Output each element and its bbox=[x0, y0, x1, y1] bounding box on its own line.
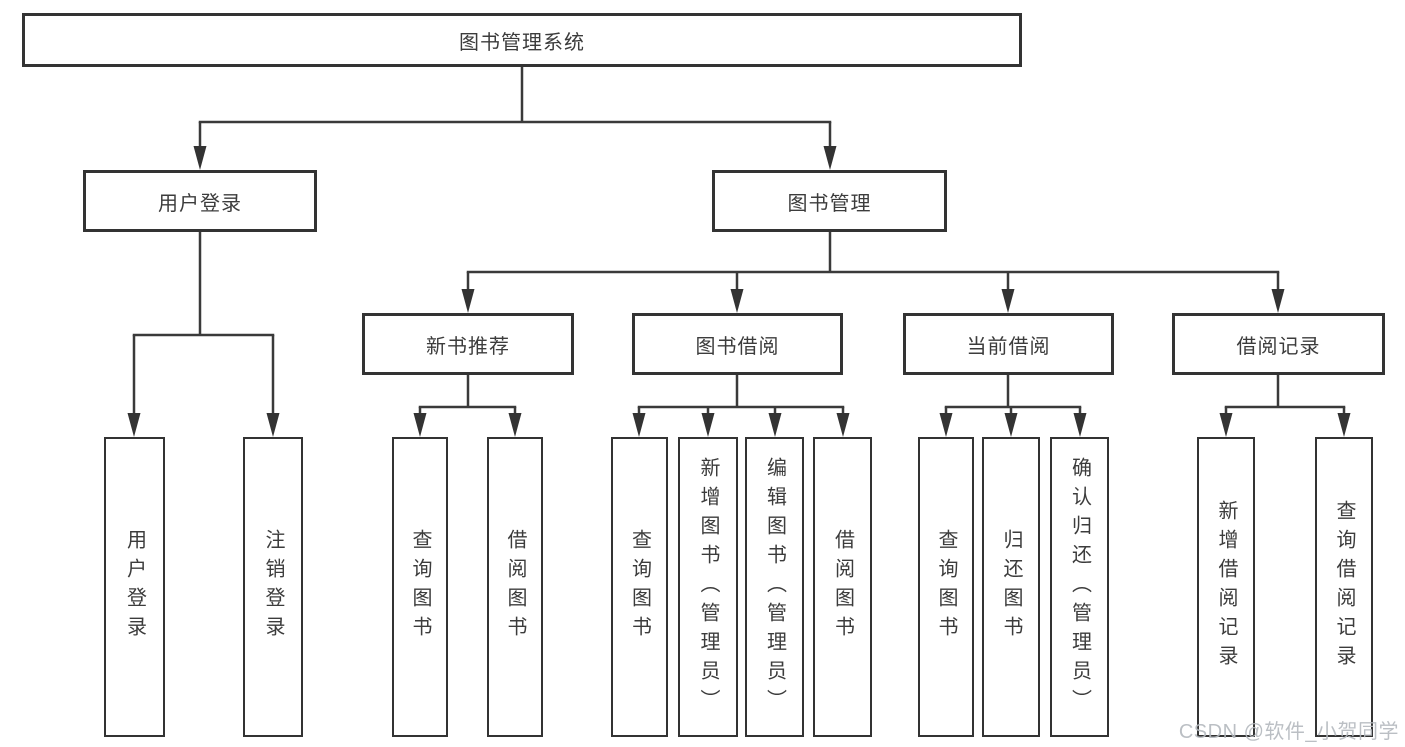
node-label: 新增图书（管理员） bbox=[697, 456, 719, 718]
node-label: 新书推荐 bbox=[426, 335, 510, 358]
node-label: 借阅记录 bbox=[1236, 335, 1321, 358]
node-label: 图书借阅 bbox=[695, 335, 780, 358]
node-library-management-system: 图书管理系统 bbox=[22, 13, 1022, 67]
node-label: 借阅图书 bbox=[831, 529, 854, 645]
node-label: 编辑图书（管理员） bbox=[763, 456, 786, 718]
arrowhead-icon bbox=[508, 413, 522, 437]
leaf-add-borrow-record: 新增借阅记录 bbox=[1197, 437, 1255, 737]
node-label: 查询借阅记录 bbox=[1333, 500, 1355, 674]
arrowhead-icon bbox=[193, 146, 207, 170]
node-label: 当前借阅 bbox=[966, 335, 1051, 358]
leaf-confirm-return-admin: 确认归还（管理员） bbox=[1050, 437, 1109, 737]
node-new-book-recommend: 新书推荐 bbox=[362, 313, 574, 375]
leaf-query-books-recommend: 查询图书 bbox=[392, 437, 448, 737]
node-label: 新增借阅记录 bbox=[1215, 500, 1237, 674]
node-label: 注销登录 bbox=[262, 529, 284, 645]
arrowhead-icon bbox=[939, 413, 953, 437]
node-label: 归还图书 bbox=[1000, 529, 1022, 645]
leaf-return-books: 归还图书 bbox=[982, 437, 1040, 737]
node-current-borrow: 当前借阅 bbox=[903, 313, 1114, 375]
arrowhead-icon bbox=[823, 146, 837, 170]
leaf-query-books-borrow: 查询图书 bbox=[611, 437, 668, 737]
arrowhead-icon bbox=[127, 413, 141, 437]
node-label: 查询图书 bbox=[409, 529, 431, 645]
node-borrow-records: 借阅记录 bbox=[1172, 313, 1385, 375]
csdn-watermark: CSDN @软件_小贺同学 bbox=[1178, 721, 1399, 743]
arrowhead-icon bbox=[1271, 289, 1285, 313]
arrowhead-icon bbox=[413, 413, 427, 437]
leaf-add-books-admin: 新增图书（管理员） bbox=[678, 437, 738, 737]
arrowhead-icon bbox=[1337, 413, 1351, 437]
node-label: 查询图书 bbox=[935, 529, 957, 645]
node-label: 图书管理 bbox=[787, 192, 872, 215]
arrowhead-icon bbox=[266, 413, 280, 437]
node-book-borrow: 图书借阅 bbox=[632, 313, 843, 375]
leaf-query-borrow-record: 查询借阅记录 bbox=[1315, 437, 1373, 737]
leaf-query-books-current: 查询图书 bbox=[918, 437, 974, 737]
node-user-login: 用户登录 bbox=[83, 170, 317, 232]
arrowhead-icon bbox=[1073, 413, 1087, 437]
node-label: 查询图书 bbox=[628, 529, 651, 645]
leaf-borrow-books: 借阅图书 bbox=[813, 437, 872, 737]
arrowhead-icon bbox=[632, 413, 646, 437]
leaf-borrow-books-recommend: 借阅图书 bbox=[487, 437, 543, 737]
arrowhead-icon bbox=[461, 289, 475, 313]
arrowhead-icon bbox=[701, 413, 715, 437]
node-label: 用户登录 bbox=[158, 192, 242, 215]
leaf-logout: 注销登录 bbox=[243, 437, 303, 737]
arrowhead-icon bbox=[1001, 289, 1015, 313]
node-label: 借阅图书 bbox=[504, 529, 526, 645]
leaf-edit-books-admin: 编辑图书（管理员） bbox=[745, 437, 804, 737]
arrowhead-icon bbox=[836, 413, 850, 437]
arrowhead-icon bbox=[768, 413, 782, 437]
node-book-management: 图书管理 bbox=[712, 170, 947, 232]
arrowhead-icon bbox=[1219, 413, 1233, 437]
node-label: 确认归还（管理员） bbox=[1068, 456, 1091, 718]
arrowhead-icon bbox=[730, 289, 744, 313]
arrowhead-icon bbox=[1004, 413, 1018, 437]
leaf-user-login: 用户登录 bbox=[104, 437, 165, 737]
node-label: 图书管理系统 bbox=[459, 31, 585, 54]
node-label: 用户登录 bbox=[123, 529, 146, 645]
